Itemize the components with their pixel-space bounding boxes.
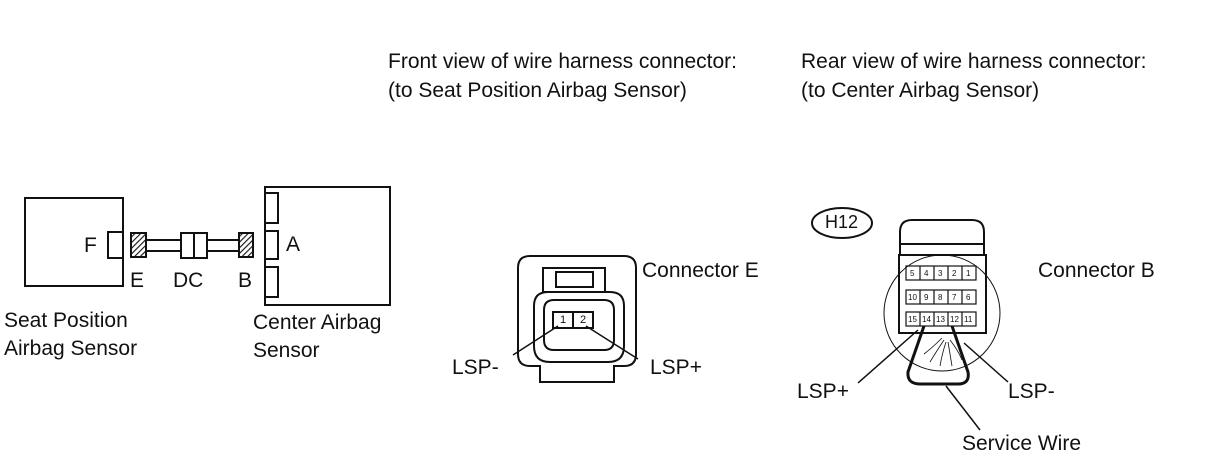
rear-view-title: Rear view of wire harness connector: bbox=[801, 50, 1147, 73]
lsp-plus-label-b: LSP+ bbox=[797, 380, 849, 403]
front-view-subtitle: (to Seat Position Airbag Sensor) bbox=[388, 79, 687, 102]
connector-f bbox=[107, 231, 124, 259]
pin-label: 9 bbox=[924, 293, 929, 302]
connector-b-view-circle bbox=[883, 254, 1001, 372]
connector-d bbox=[180, 232, 195, 259]
connector-a bbox=[264, 230, 279, 260]
pin-label: 1 bbox=[966, 269, 971, 278]
letter-f: F bbox=[84, 234, 97, 257]
service-wire-leader bbox=[945, 385, 981, 431]
pin-label: 6 bbox=[966, 293, 971, 302]
rear-view-subtitle: (to Center Airbag Sensor) bbox=[801, 79, 1040, 102]
connector-b-label: Connector B bbox=[1038, 259, 1155, 282]
pin-label: 8 bbox=[938, 293, 943, 302]
pin-2-label: 2 bbox=[580, 314, 587, 326]
pin-2-box bbox=[572, 311, 594, 329]
center-sensor-label-2: Sensor bbox=[253, 339, 320, 362]
lsp-plus-label-e: LSP+ bbox=[650, 356, 702, 379]
lsp-plus-leader bbox=[585, 325, 639, 360]
lsp-minus-label-e: LSP- bbox=[452, 356, 499, 379]
lsp-minus-b-leader bbox=[963, 342, 1009, 383]
lsp-plus-b-leader bbox=[857, 329, 919, 384]
connector-e-inner bbox=[543, 299, 615, 351]
service-wire-label: Service Wire bbox=[962, 432, 1082, 455]
pin-label: 3 bbox=[938, 269, 943, 278]
front-view-title: Front view of wire harness connector: bbox=[388, 50, 737, 73]
connector-e-hatch bbox=[130, 232, 147, 258]
pin-label: 11 bbox=[964, 315, 973, 324]
pin-label: 12 bbox=[950, 315, 959, 324]
pin-label: 13 bbox=[936, 315, 945, 324]
pin-label: 4 bbox=[924, 269, 929, 278]
connector-e-outer bbox=[517, 255, 637, 383]
center-sensor-box bbox=[264, 186, 391, 306]
center-sensor-tab-1 bbox=[264, 192, 279, 224]
seat-sensor-label-2: Airbag Sensor bbox=[4, 337, 138, 360]
pin-label: 10 bbox=[908, 293, 917, 302]
pin-label: 5 bbox=[910, 269, 915, 278]
center-sensor-tab-3 bbox=[264, 266, 279, 298]
pin-label: 7 bbox=[952, 293, 957, 302]
letter-dc: DC bbox=[173, 269, 204, 292]
letter-a: A bbox=[286, 233, 301, 256]
connector-e-body bbox=[533, 291, 625, 363]
lsp-minus-label-b: LSP- bbox=[1008, 380, 1055, 403]
letter-e: E bbox=[130, 269, 145, 292]
pin-label: 15 bbox=[908, 315, 917, 324]
pin-label: 14 bbox=[922, 315, 931, 324]
connector-b-housing bbox=[899, 219, 985, 256]
pin-label: 2 bbox=[952, 269, 957, 278]
h12-code: H12 bbox=[825, 212, 859, 232]
service-wire-loop bbox=[906, 325, 970, 386]
h12-badge bbox=[811, 207, 873, 239]
connector-e-label: Connector E bbox=[642, 259, 759, 282]
seat-sensor-label-1: Seat Position bbox=[4, 309, 128, 332]
connector-c bbox=[193, 232, 208, 259]
pin-1-label: 1 bbox=[560, 314, 567, 326]
connector-b-hatch bbox=[238, 232, 254, 258]
letter-b: B bbox=[238, 269, 253, 292]
center-sensor-label-1: Center Airbag bbox=[253, 311, 382, 334]
lsp-minus-leader bbox=[512, 325, 559, 356]
